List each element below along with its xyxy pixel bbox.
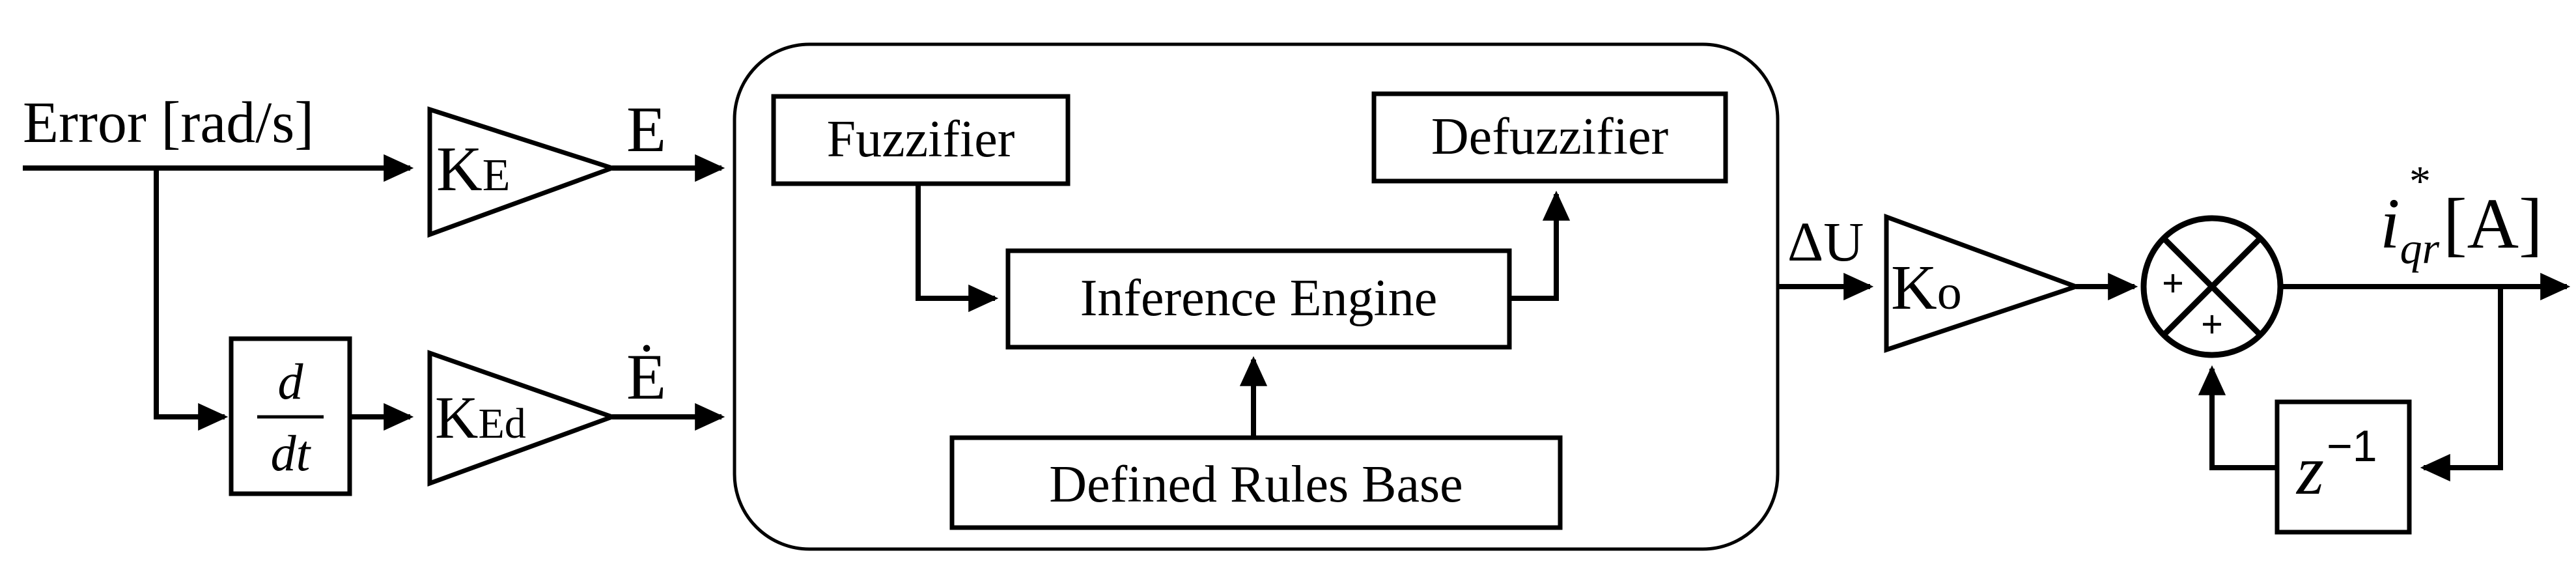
fuzzy-controller-container	[733, 42, 1780, 551]
gain-ko-main: K	[1891, 253, 1937, 323]
gain-ked-main: K	[435, 384, 478, 451]
delay-label: z−1	[2295, 421, 2377, 509]
feedback-return-line	[2198, 365, 2277, 470]
inference-to-defuzzifier-arrow	[1509, 190, 1571, 301]
delay-base: z	[2295, 432, 2324, 509]
rules-base-block	[949, 435, 1563, 530]
defuzzifier-label: Defuzzifier	[1431, 108, 1668, 165]
signal-e-dot: Ė	[626, 341, 666, 413]
gain-ko-label: Ko	[1891, 253, 1962, 323]
fuzzifier-label: Fuzzifier	[827, 111, 1015, 168]
derivative-numerator: d	[278, 353, 304, 410]
defuzzifier-block	[1371, 91, 1728, 184]
gain-ko-sub: o	[1937, 265, 1962, 320]
gain-ke-sub: E	[483, 150, 511, 201]
gain-ked-sub: Ed	[478, 400, 525, 447]
signal-delta-u: ΔU	[1787, 210, 1864, 273]
feedback-branch-line	[2420, 287, 2503, 482]
output-symbol: i	[2380, 184, 2400, 263]
input-label: Error [rad/s]	[23, 91, 314, 155]
inference-engine-label: Inference Engine	[1080, 270, 1438, 327]
delay-block	[2275, 399, 2412, 535]
fuzzifier-block	[771, 94, 1071, 186]
rules-base-label: Defined Rules Base	[1049, 456, 1463, 513]
gain-ke-triangle	[427, 106, 619, 238]
signal-e: E	[626, 93, 666, 165]
summing-sign-top: +	[2162, 262, 2184, 305]
summing-cross-2	[2161, 236, 2263, 337]
derivative-denominator: dt	[271, 425, 312, 481]
gain-ked-label: KEd	[435, 384, 526, 451]
fuzzifier-to-inference-arrow	[916, 184, 999, 313]
gain-ked-triangle	[427, 350, 619, 487]
output-unit: [A]	[2443, 184, 2543, 263]
output-subscript: qr	[2400, 223, 2440, 273]
branch-to-derivative	[154, 168, 229, 431]
output-superscript: *	[2409, 158, 2431, 205]
gain-ke-label: KE	[436, 134, 511, 205]
gain-ko-triangle	[1884, 213, 2083, 353]
summing-sign-bottom: +	[2201, 303, 2223, 346]
gain-ke-main: K	[436, 134, 483, 205]
delay-exponent: −1	[2327, 421, 2377, 471]
output-label: iqr[A]	[2380, 184, 2543, 273]
